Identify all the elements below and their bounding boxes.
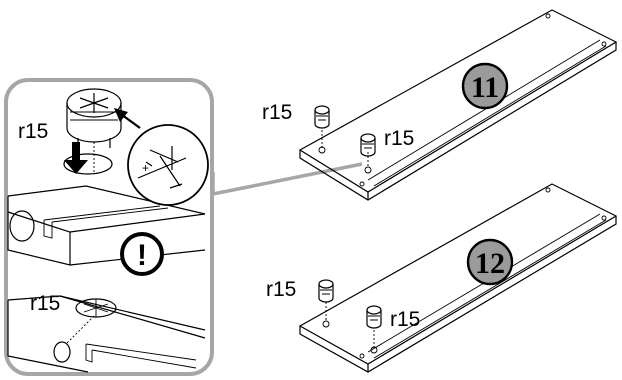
cam-lock-icon bbox=[63, 88, 122, 175]
panel-12-number: 12 bbox=[475, 247, 505, 280]
panel-12-label-right: r15 bbox=[390, 308, 420, 331]
warning-icon: ! bbox=[120, 232, 164, 276]
callout-label-bottom: r15 bbox=[30, 292, 60, 315]
cam-lock-icon bbox=[318, 279, 334, 303]
board-section-bottom bbox=[7, 295, 206, 373]
detail-callout: + ! r15 r15 bbox=[4, 78, 363, 376]
panel-11-number: 11 bbox=[471, 71, 499, 104]
panel-12: 12 r15 r15 bbox=[266, 183, 618, 373]
panel-11-label-left: r15 bbox=[262, 101, 292, 124]
panel-11-label-right: r15 bbox=[384, 127, 414, 150]
cam-lock-icon bbox=[366, 305, 382, 329]
panel-12-number-badge: 12 bbox=[466, 238, 514, 286]
board-section-top bbox=[7, 185, 206, 266]
svg-text:+: + bbox=[142, 161, 149, 175]
exploded-cam-lock-icon: + bbox=[114, 108, 209, 206]
callout-label-top: r15 bbox=[18, 120, 48, 143]
cam-lock-icon bbox=[360, 133, 376, 157]
arrow-icon bbox=[64, 142, 88, 174]
panel-12-label-left: r15 bbox=[266, 278, 296, 301]
panel-11-number-badge: 11 bbox=[461, 62, 509, 110]
cam-lock-icon bbox=[314, 105, 330, 129]
warning-symbol: ! bbox=[137, 239, 147, 272]
panel-11: 11 r15 r15 bbox=[262, 9, 618, 201]
